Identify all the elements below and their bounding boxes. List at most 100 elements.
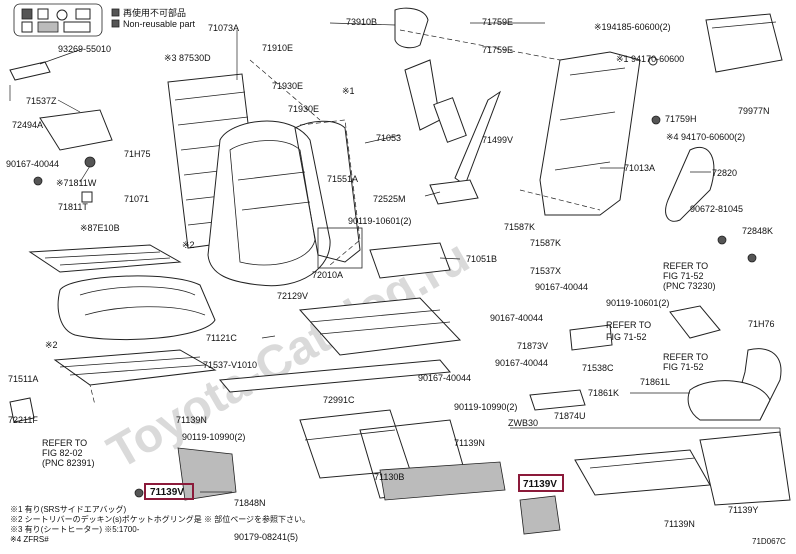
label-71139Y: 71139Y	[728, 505, 758, 515]
label-71930E-a: 71930E	[272, 81, 303, 91]
cushion-frame	[298, 297, 462, 356]
side-shield	[39, 109, 113, 151]
label-71537X: 71537X	[530, 266, 561, 276]
label-87E10B: ※87E10B	[80, 223, 120, 233]
nut-icon	[651, 115, 661, 125]
label-90167-40044-d: 90167-40044	[495, 358, 548, 368]
seatbelt-buckle	[404, 59, 441, 131]
bracket	[429, 179, 479, 205]
label-71499V: 71499V	[482, 135, 513, 145]
seat-riser-left	[299, 409, 411, 479]
label-71139N-c: 71139N	[664, 519, 695, 529]
label-71130B: 71130B	[374, 472, 404, 482]
legend-reusable: 再使用不可部品	[123, 7, 186, 18]
seat-back-assembly	[167, 73, 363, 287]
highlight-box-71139V-b	[518, 474, 564, 492]
label-refer2: REFER TO	[663, 261, 708, 271]
label-73910B: 73910B	[346, 17, 377, 27]
label-72525M: 72525M	[373, 194, 406, 204]
nut-icon	[747, 253, 757, 263]
label-refer3b: FIG 71-52	[606, 332, 647, 342]
seat-cushion-assembly	[28, 244, 217, 406]
label-71861L: 71861L	[640, 377, 670, 387]
bolt-icon	[21, 21, 33, 33]
label-90119-10601b: 90119-10601(2)	[606, 298, 669, 308]
label-90167-40044-e: 90167-40044	[418, 373, 471, 383]
label-refer3: REFER TO	[606, 320, 651, 330]
reusable-icon	[21, 8, 33, 20]
label-refer2b: FIG 71-52	[663, 271, 704, 281]
legend-non-reusable: Non-reusable part	[123, 19, 196, 29]
label-93269-55010: 93269-55010	[58, 44, 111, 54]
label-zwb30: ZWB30	[508, 418, 538, 428]
label-71053: 71053	[376, 133, 401, 143]
label-90119-10601a: 90119-10601(2)	[348, 216, 411, 226]
label-71121C: 71121C	[206, 333, 237, 343]
label-71537-V1010: 71537-V1010	[203, 360, 257, 370]
label-90167-40044: 90167-40044	[6, 159, 59, 169]
riser-cover-zwb	[574, 449, 711, 496]
right-mid-parts	[529, 305, 782, 421]
legend-mark-icon	[111, 8, 120, 17]
diagram-code: 71D067C	[752, 537, 786, 546]
label-71587K-a: 71587K	[504, 222, 535, 232]
cushion-pad-upper	[28, 244, 182, 273]
label-71139V-b: 71139V	[523, 479, 557, 490]
label-71759H: 71759H	[665, 114, 697, 124]
label-71861K: 71861K	[588, 388, 619, 398]
label-72848K: 72848K	[742, 226, 773, 236]
label-79977N: 79977N	[738, 106, 770, 116]
label-71139N-b: 71139N	[454, 438, 485, 448]
headrest-79977N	[705, 13, 783, 73]
bracket-71874U	[529, 389, 586, 411]
label-90672: 90672-81045	[690, 204, 743, 214]
airbag-module	[433, 97, 467, 143]
nut-icon	[56, 9, 68, 21]
label-x2a: ※2	[182, 240, 195, 250]
seatback-frame-right	[539, 51, 641, 216]
label-71538C: 71538C	[582, 363, 614, 373]
right-seatback-frame	[539, 13, 783, 263]
label-71848N: 71848N	[234, 498, 266, 508]
label-71811T: 71811T	[58, 202, 88, 212]
label-refer4: REFER TO	[663, 352, 708, 362]
label-71873V: 71873V	[517, 341, 548, 351]
label-71051B: 71051B	[466, 254, 497, 264]
label-x1: ※1	[342, 86, 355, 96]
label-194185: ※194185-60600(2)	[594, 22, 671, 32]
label-72129V: 72129V	[277, 291, 308, 301]
nut-icon	[33, 176, 43, 186]
seat-track-assembly	[219, 297, 506, 501]
label-refer1: REFER TO	[42, 438, 87, 448]
label-71551A: 71551A	[327, 174, 358, 184]
label-94170a: ※1 94170-60600	[616, 54, 684, 64]
legend: 再使用不可部品 Non-reusable part	[13, 3, 196, 37]
label-71511A: 71511A	[8, 374, 38, 384]
cover-71139V-b	[519, 495, 561, 535]
label-72991C: 72991C	[323, 395, 355, 405]
footnote-2: ※2 シートリバーのデッキン(s)ポケットホグリング是 ※ 部位ページを参照下さ…	[10, 514, 310, 524]
label-71587K-b: 71587K	[530, 238, 561, 248]
wire-clip	[9, 61, 51, 81]
label-71811W: ※71811W	[56, 178, 97, 188]
riser-frame-zwb	[699, 431, 791, 506]
legend-mark-icon	[111, 19, 120, 28]
label-72820: 72820	[712, 168, 737, 178]
label-71930E-b: 71930E	[288, 104, 319, 114]
label-71874U: 71874U	[554, 411, 586, 421]
protector	[9, 397, 35, 423]
label-72010A: 72010A	[312, 270, 343, 280]
nut-icon	[84, 156, 96, 168]
label-71071: 71071	[124, 194, 149, 204]
label-71139V-a: 71139V	[150, 487, 184, 498]
label-refer2c: (PNC 73230)	[663, 281, 716, 291]
label-71013A: 71013A	[624, 163, 655, 173]
label-refer1c: (PNC 82391)	[42, 458, 95, 468]
label-90167-40044-b: 90167-40044	[535, 282, 588, 292]
legend-box	[13, 3, 103, 37]
nut-icon	[717, 235, 727, 245]
label-71759E-b: 71759E	[482, 45, 513, 55]
riser-cover	[379, 461, 506, 501]
leader-lines	[9, 22, 711, 493]
